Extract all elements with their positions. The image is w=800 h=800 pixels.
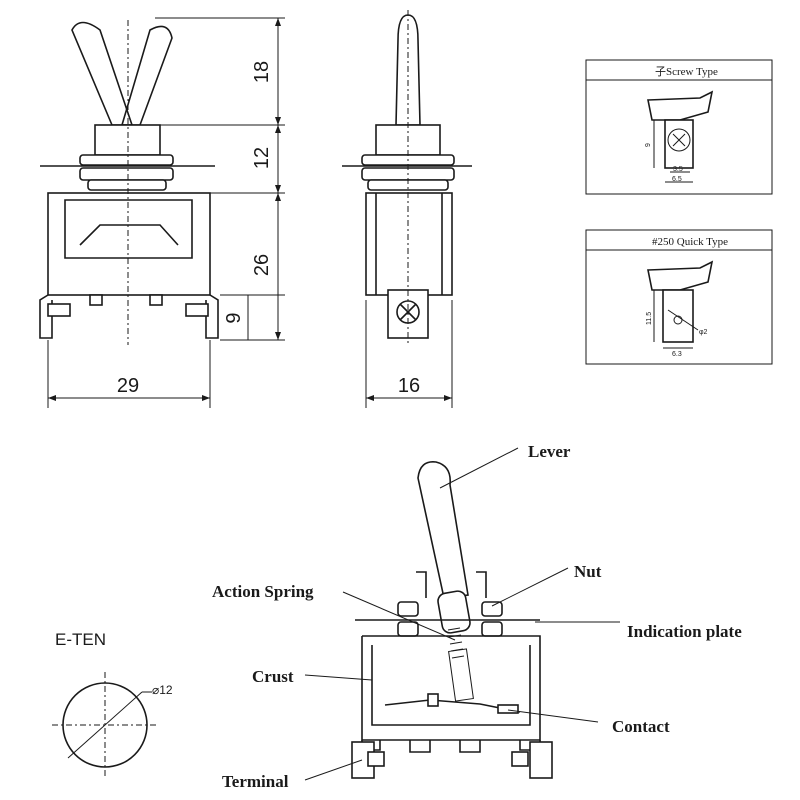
quick-hole (673, 315, 683, 325)
quick-type-box: #250 Quick Type φ2 11.5 6.3 (585, 229, 773, 365)
front-housing (47, 192, 211, 296)
quick-dim-height: 11.5 (646, 312, 653, 325)
quick-dim-width: 6.3 (672, 351, 682, 358)
section-nut-right (481, 601, 503, 617)
label-lever: Lever (528, 442, 571, 461)
quick-box-frame (585, 229, 773, 365)
front-terminal-tab-2 (149, 294, 163, 306)
quick-dim-hole: φ2 (699, 329, 708, 336)
front-view: 18 12 26 9 29 (39, 17, 285, 408)
screw-box-frame (585, 59, 773, 195)
cutout-diameter: ⌀12 (152, 683, 173, 697)
screw-body (647, 90, 714, 121)
quick-terminal (662, 289, 694, 343)
front-lever-right (120, 25, 173, 126)
screw-type-box: 子Screw Type 9 3.5 6.5 (585, 59, 773, 195)
label-nut: Nut (574, 562, 602, 581)
front-terminal-left (39, 294, 53, 339)
front-housing-inner (79, 224, 179, 246)
section-terminal-right (529, 741, 553, 779)
side-view: 16 (342, 10, 472, 408)
quick-type-title: #250 Quick Type (652, 236, 728, 248)
section-lever-hub (437, 590, 471, 634)
quick-body (647, 260, 714, 291)
label-crust: Crust (252, 667, 294, 686)
section-nut-left (397, 601, 419, 617)
screw-terminal (664, 119, 694, 169)
front-terminal-right (205, 294, 219, 339)
cross-section (351, 461, 553, 779)
dim-body-height: 26 (251, 254, 273, 276)
label-indication-plate: Indication plate (627, 622, 742, 641)
front-terminal-tab-1 (89, 294, 103, 306)
side-housing (365, 192, 453, 296)
label-terminal: Terminal (222, 772, 289, 791)
section-contact-pivot (427, 693, 439, 707)
section-spring (447, 627, 474, 702)
screw-head (667, 128, 691, 152)
dim-body-width: 29 (117, 375, 139, 397)
panel-cutout: E-TEN ⌀12 (52, 630, 173, 778)
front-nut-bottom (79, 167, 174, 181)
screw-dim-outer: 6.5 (672, 176, 682, 183)
dim-lever-height: 18 (251, 61, 273, 83)
label-action-spring: Action Spring (212, 582, 314, 601)
screw-dim-inner: 3.5 (673, 166, 683, 173)
front-screw-right (185, 303, 209, 317)
screw-type-title: 子Screw Type (655, 65, 718, 78)
section-contact-point (497, 704, 519, 714)
dim-terminal-height: 9 (223, 312, 245, 323)
front-lever-left (71, 21, 134, 126)
model-name: E-TEN (55, 630, 106, 649)
front-housing-window (64, 199, 193, 259)
screw-dim-height: 9 (645, 143, 652, 147)
section-housing-inner (371, 645, 531, 726)
section-screw-left (367, 751, 385, 767)
section-screw-right (511, 751, 529, 767)
front-nut-base (87, 179, 167, 191)
front-screw-left (47, 303, 71, 317)
front-nut-top (79, 154, 174, 166)
section-lever (417, 461, 469, 599)
section-bushing (416, 571, 487, 598)
callout-leaders (304, 447, 620, 781)
dim-bushing-height: 12 (251, 147, 273, 169)
dim-body-depth: 16 (398, 375, 420, 397)
label-contact: Contact (612, 717, 670, 736)
